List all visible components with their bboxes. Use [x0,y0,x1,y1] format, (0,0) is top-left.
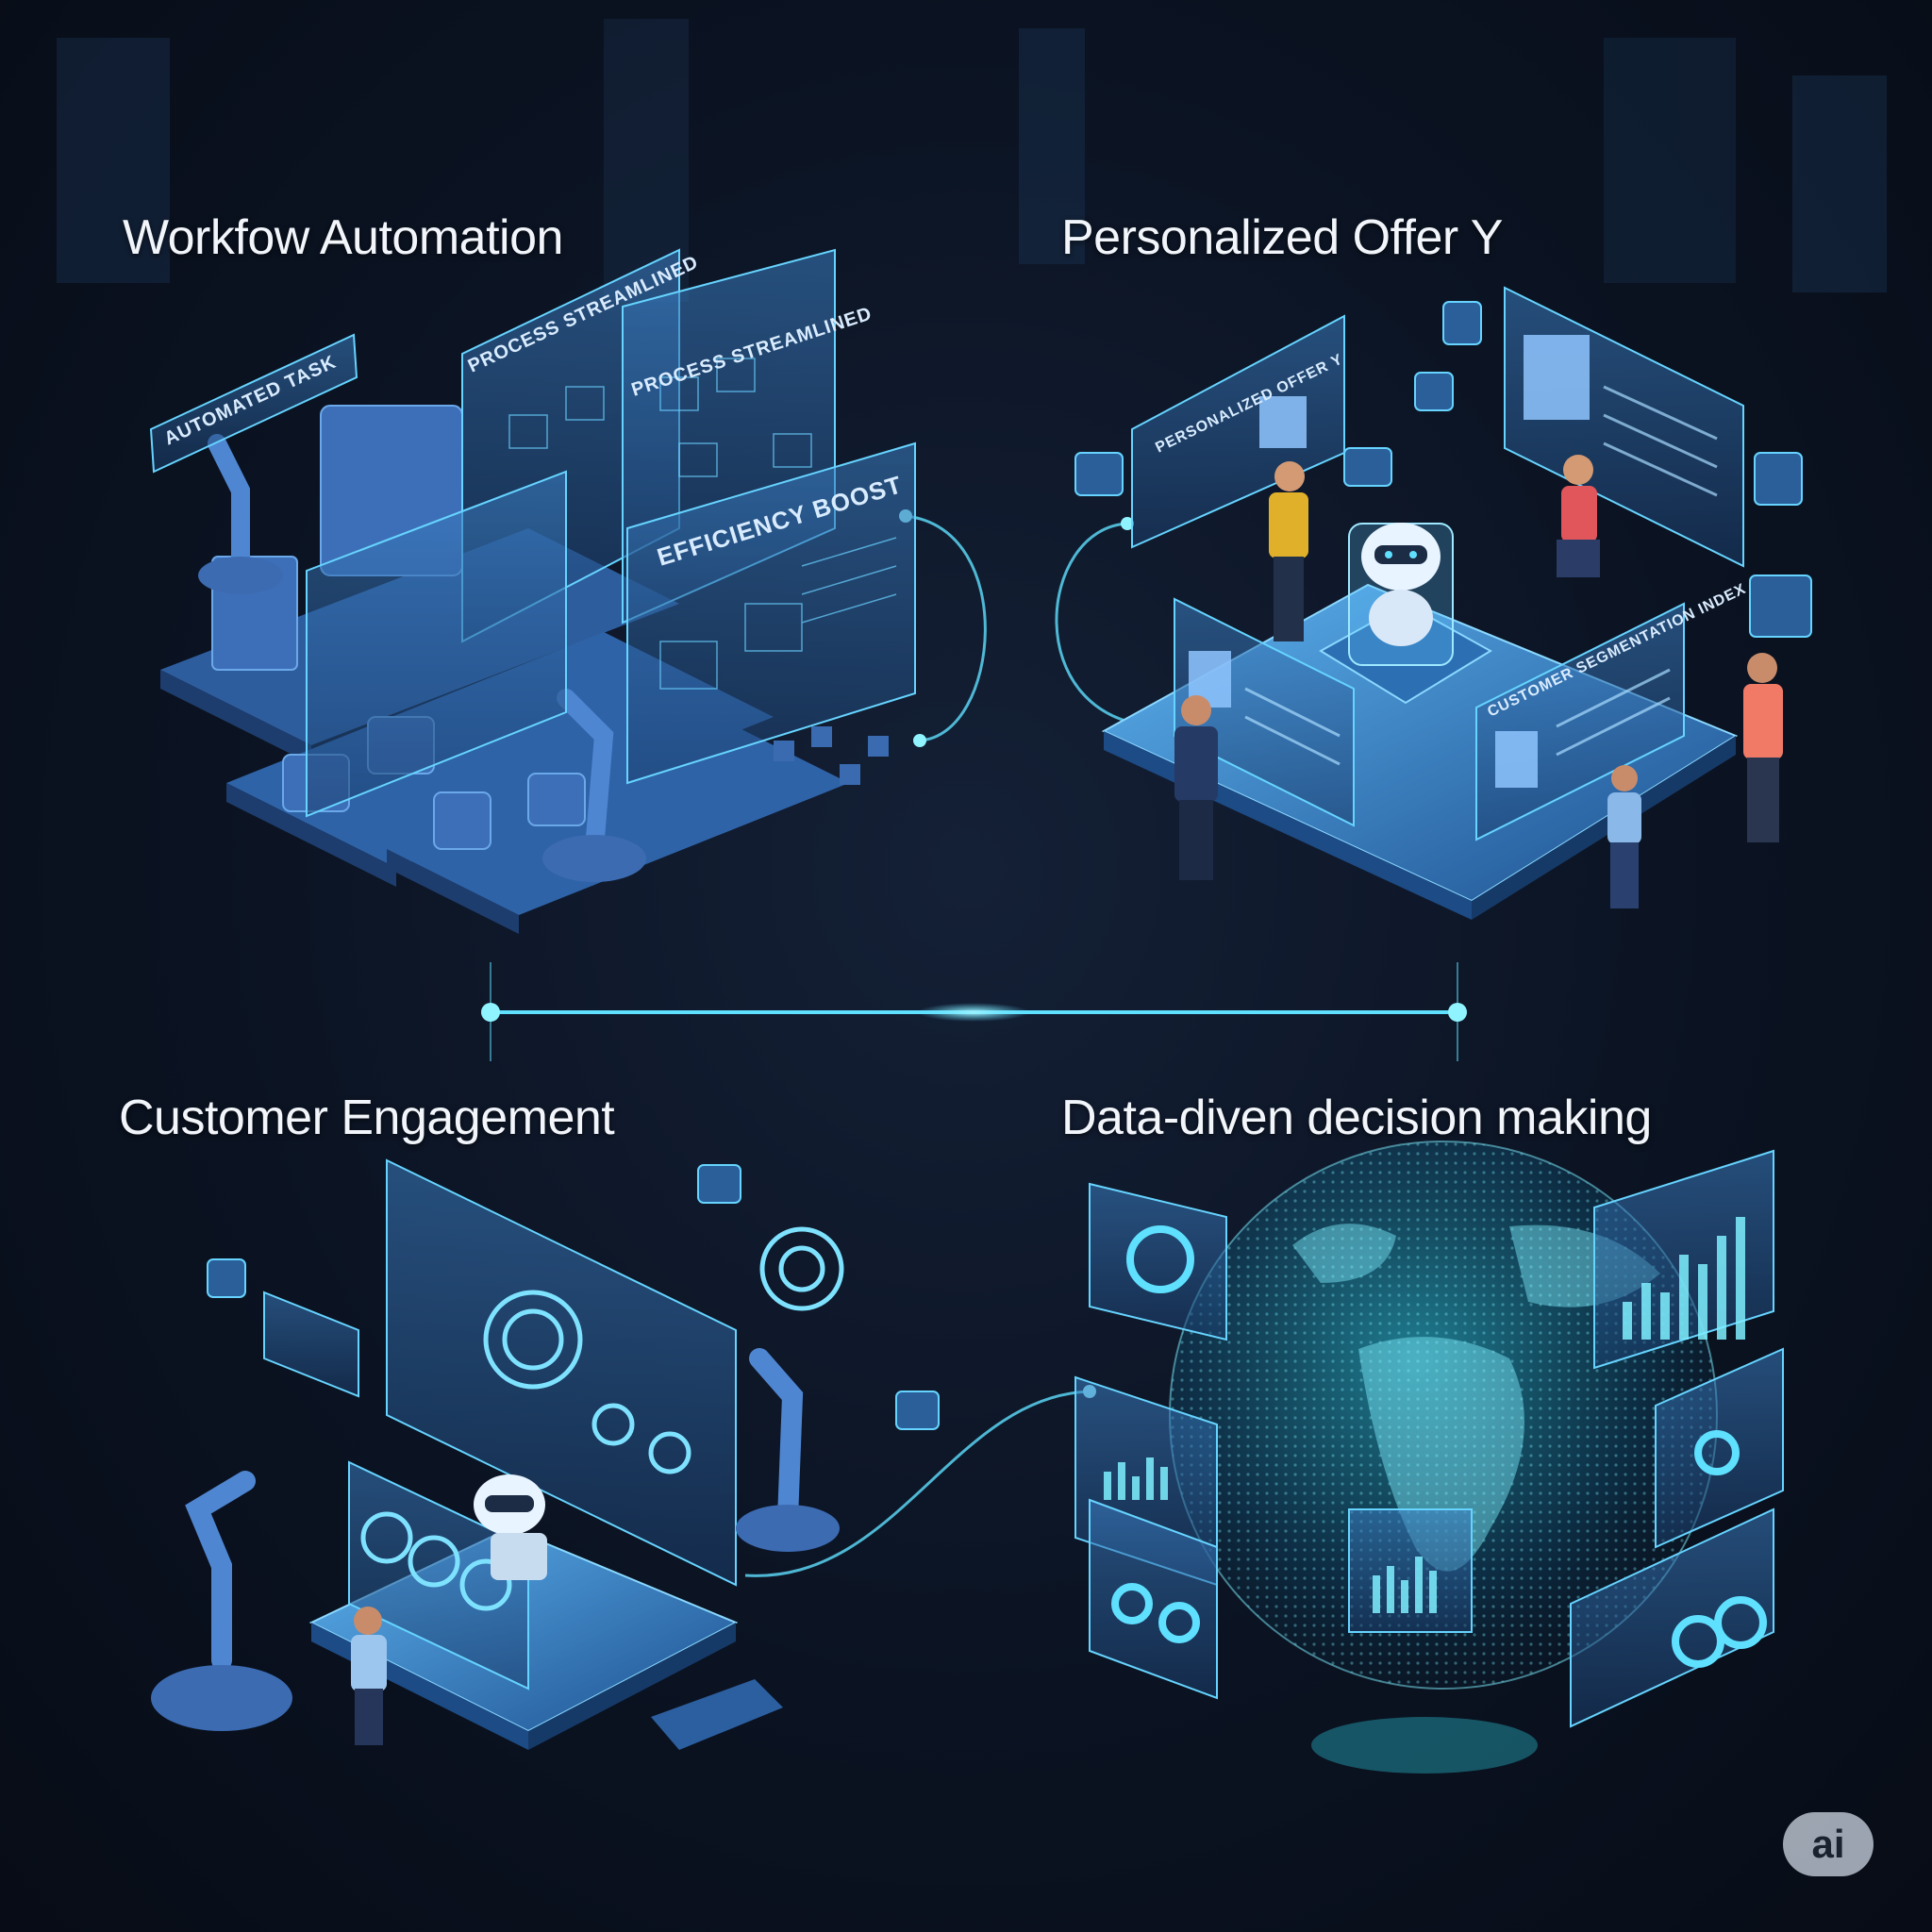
quadrant-title-data: Data-diven decision making [1061,1091,1652,1145]
person-figure [351,1607,387,1745]
robot-arm-base [151,1505,840,1731]
label-automated-task: AUTOMATED TASK [161,352,340,450]
holo-panels [149,248,916,818]
data-donut-charts [1111,1225,1767,1668]
robot-arm-base [198,557,646,882]
robot-icon [1361,523,1441,646]
chat-bubble-icon [207,1164,940,1430]
globe-base-glow [1311,1717,1538,1774]
engagement-robot-icon [474,1474,547,1580]
ai-badge: ai [1783,1812,1874,1876]
workflow-scene: AUTOMATED TASK PROCESS STREAMLINED PROCE… [149,248,916,934]
quadrant-title-workflow: Workfow Automation [123,210,563,265]
robot-arm [208,434,614,858]
chat-bubble-icon [1074,301,1812,638]
engagement-panels [263,1158,737,1690]
quadrant-title-offer: Personalized Offer Y [1061,210,1503,265]
engagement-scene [151,1158,940,1750]
data-cubes [774,726,889,785]
engagement-dials [360,1226,844,1611]
quadrant-title-engagement: Customer Engagement [119,1091,615,1145]
data-bar-charts [1104,1217,1745,1613]
person-figures [1174,455,1783,908]
holo-panel-grid [508,358,897,690]
background-bokeh [57,19,1887,302]
connector-nodes [481,509,1467,1398]
data-panels [1074,1149,1784,1728]
offer-panel-lines [1244,385,1718,766]
offer-scene: PERSONALIZED OFFER Y CUSTOMER SEGMENTATI… [1074,286,1812,920]
data-scene [1074,1141,1784,1774]
robot-arm [185,1348,804,1671]
